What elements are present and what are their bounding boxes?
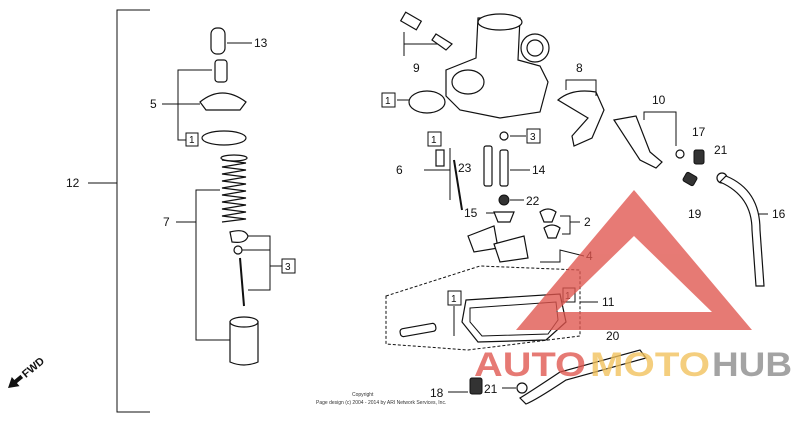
callout-19: 19: [688, 207, 702, 221]
callout-8: 8: [576, 61, 583, 75]
part-13-cap: [210, 27, 226, 55]
callout-17: 17: [692, 125, 706, 139]
callout-5: 5: [150, 97, 157, 111]
part-6-jet: [435, 149, 445, 167]
left-assembly: 12 13 5 1 7 3: [8, 9, 296, 413]
part-16-hose: [718, 175, 765, 287]
part-18-drain-bolt: [469, 377, 483, 395]
part-14-jet: [499, 149, 509, 187]
ref-box-1-bowl-left: [447, 290, 462, 306]
throttle-slide: [229, 321, 259, 366]
callout-7: 7: [163, 215, 170, 229]
callout-18: 18: [430, 386, 444, 400]
callout-22: 22: [526, 194, 540, 208]
part-5-oring: [201, 130, 247, 146]
fwd-label: FWD: [20, 355, 47, 380]
ref-box-3-right: [526, 128, 541, 144]
copyright-line2: Page design (c) 2004 - 2014 by ARI Netwo…: [316, 400, 446, 406]
part-2-upper: [539, 208, 557, 223]
part-5-stem: [214, 59, 228, 83]
carburetor-body: [445, 17, 549, 119]
part-3-washer: [233, 245, 243, 255]
watermark-logo: AUTO MOTO HUB: [474, 190, 792, 384]
callout-3-right: 3: [530, 132, 536, 143]
part-23-jet: [483, 145, 493, 187]
drain-screw: [399, 322, 437, 338]
part-3-clip: [229, 230, 249, 243]
callout-6: 6: [396, 163, 403, 177]
watermark-triangle: [516, 190, 752, 330]
part-19-bolt: [682, 171, 698, 187]
ref-box-1-left: [185, 132, 199, 147]
part-4-float-left: [467, 225, 499, 253]
part-5-diaphragm: [199, 92, 247, 111]
callout-1-oring: 1: [385, 96, 391, 107]
ref-box-1-jet: [427, 131, 442, 147]
part-21-clamp-lower: [516, 382, 528, 394]
part-10-bracket: [613, 115, 663, 169]
watermark-text-moto: MOTO: [590, 346, 710, 384]
part-8-linkage: [556, 90, 605, 147]
part-15-float-valve: [493, 211, 515, 223]
callout-3-left: 3: [285, 262, 291, 273]
part-4-float-right: [493, 235, 529, 263]
part-7-spring: [220, 154, 248, 223]
callout-1-bowl-left: 1: [451, 294, 457, 305]
watermark-text-hub: HUB: [712, 346, 792, 384]
callout-12: 12: [66, 176, 80, 190]
callout-16: 16: [772, 207, 786, 221]
watermark-text-auto: AUTO: [474, 346, 586, 384]
part-9-screw: [399, 11, 423, 31]
callout-23: 23: [458, 161, 472, 175]
callout-21-upper: 21: [714, 143, 728, 157]
part-2-lower: [543, 224, 561, 239]
callout-13: 13: [254, 36, 268, 50]
callout-1-jet: 1: [431, 135, 437, 146]
callout-2: 2: [584, 215, 591, 229]
copyright-line1: Copyright: [352, 392, 374, 398]
callout-10: 10: [652, 93, 666, 107]
callout-1-left: 1: [189, 135, 195, 146]
ref-box-3-left: [281, 258, 296, 274]
callout-11: 11: [602, 295, 615, 309]
callout-14: 14: [532, 163, 546, 177]
part-1-oring: [408, 90, 446, 114]
callout-20: 20: [606, 329, 620, 343]
callout-15: 15: [464, 206, 478, 220]
part-22-washer: [498, 194, 510, 206]
part-20-drain-tube: [519, 349, 648, 405]
callout-9: 9: [413, 61, 420, 75]
part-17-bolt: [693, 149, 705, 165]
callout-21-lower: 21: [484, 382, 498, 396]
fwd-arrow: FWD: [8, 355, 47, 388]
ref-box-1-oring: [381, 92, 396, 108]
